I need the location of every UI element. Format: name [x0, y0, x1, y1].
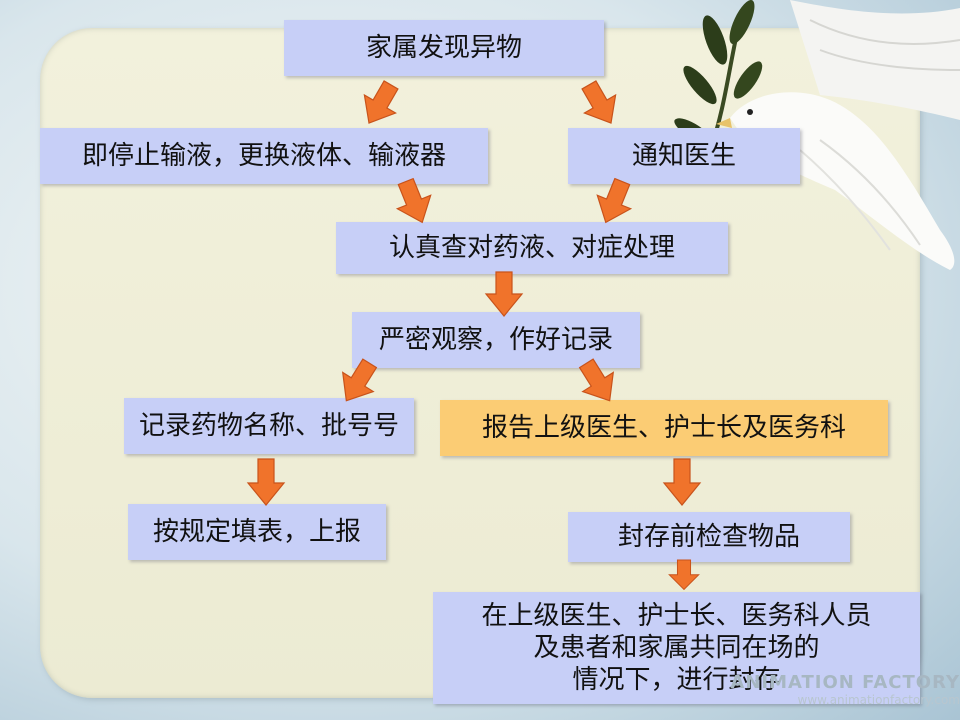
arrow-n1-to-n3	[581, 80, 617, 124]
arrow-n5-to-n7	[578, 358, 615, 402]
node-seal-in-presence: 在上级医生、护士长、医务科人员 及患者和家属共同在场的 情况下，进行封存	[433, 592, 920, 704]
seal-line-2: 及患者和家属共同在场的	[533, 633, 820, 663]
arrow-n7-to-n9	[662, 458, 702, 506]
seal-line-1: 在上级医生、护士长、医务科人员	[481, 601, 872, 631]
node-report-superiors: 报告上级医生、护士长及医务科	[440, 400, 888, 456]
watermark-url: www.animationfactory.com	[797, 693, 960, 707]
node-stop-infusion: 即停止输液，更换液体、输液器	[40, 128, 488, 184]
arrow-n5-to-n6	[341, 358, 378, 402]
node-family-finds-foreign-matter: 家属发现异物	[284, 20, 604, 76]
node-notify-doctor: 通知医生	[568, 128, 800, 184]
node-fill-form-report: 按规定填表，上报	[128, 504, 386, 560]
watermark: ANIMATION FACTORY www.animationfactory.c…	[720, 672, 960, 720]
arrow-n6-to-n8	[246, 458, 286, 506]
arrow-n3-to-n4	[596, 177, 633, 224]
node-check-before-sealing: 封存前检查物品	[568, 512, 850, 562]
seal-line-3: 情况下，进行封存	[572, 665, 781, 695]
arrow-n1-to-n2	[363, 80, 399, 124]
watermark-brand: ANIMATION FACTORY	[730, 672, 960, 693]
node-observe-record: 严密观察，作好记录	[352, 312, 640, 368]
node-record-drug-info: 记录药物名称、批号号	[124, 398, 414, 454]
arrow-n4-to-n5	[484, 271, 524, 317]
node-check-medication: 认真查对药液、对症处理	[336, 222, 728, 274]
arrow-n9-to-n10	[668, 559, 700, 591]
arrow-n2-to-n4	[395, 177, 432, 224]
